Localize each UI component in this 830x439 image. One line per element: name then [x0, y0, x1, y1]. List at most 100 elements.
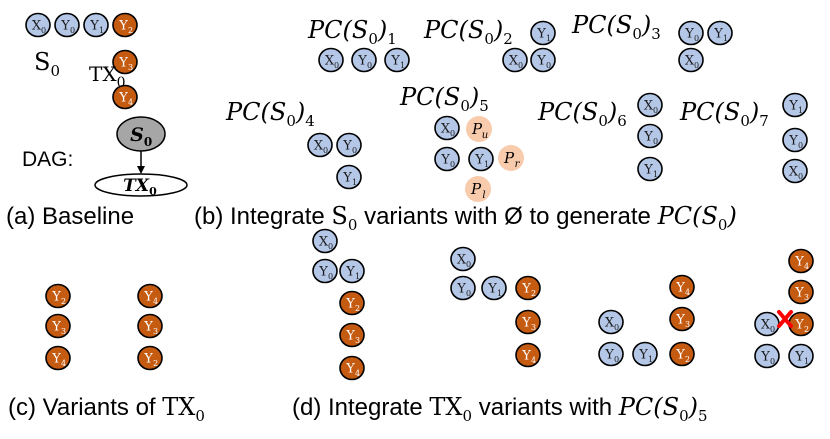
node-circle [788, 279, 814, 305]
caption-b: (b) Integrate S0 variants with Ø to gene… [194, 202, 737, 234]
node-letter: Y [390, 54, 400, 69]
node-circle [336, 132, 362, 158]
node-letter: Y [521, 282, 531, 297]
node-subscript: 2 [531, 289, 536, 298]
node-letter: Y [684, 27, 694, 42]
node-letter: X [605, 316, 615, 331]
node-circle [312, 258, 338, 284]
node-subscript: 4 [531, 356, 536, 365]
node-subscript: 1 [484, 160, 489, 169]
text-part: 0 [50, 62, 60, 80]
node-subscript: 4 [61, 359, 66, 368]
p-subscript: r [515, 159, 521, 170]
node-circle [515, 275, 541, 301]
node-circle [515, 309, 541, 335]
node-circle [530, 20, 556, 46]
node-letter: X [685, 54, 695, 69]
node-circle [669, 341, 695, 367]
node-circle [481, 275, 507, 301]
pc-label-7: PC(S0)7 [679, 98, 769, 130]
node-subscript: 0 [614, 323, 619, 332]
node-letter: Y [536, 27, 546, 42]
text-part: 0 [117, 75, 126, 91]
node-circle [637, 123, 663, 149]
node-subscript: 3 [804, 293, 809, 302]
text-part: 0 [679, 407, 689, 425]
node-subscript: 0 [694, 34, 699, 43]
node-letter: Y [794, 255, 804, 270]
node-subscript: 3 [128, 63, 133, 72]
text-part: ) [493, 16, 503, 44]
node-circle [137, 313, 163, 339]
node-circle [707, 20, 733, 46]
node-subscript: 0 [450, 160, 455, 169]
node-circle [384, 47, 410, 73]
node-circle [312, 228, 338, 254]
dag-tx0-sub: 0 [149, 185, 157, 198]
text-part: PC(S [571, 11, 632, 39]
text-part: PC(S [537, 98, 598, 126]
node-subscript: 1 [798, 106, 803, 115]
node-subscript: 1 [653, 170, 658, 179]
node-letter: Y [604, 348, 614, 363]
node-subscript: 0 [770, 357, 775, 366]
text-part: 0 [348, 216, 358, 234]
p-circle [465, 176, 491, 202]
text-part: ) [607, 98, 617, 126]
node-circle [45, 313, 71, 339]
node-letter: Y [51, 290, 61, 305]
node-subscript: 1 [355, 272, 360, 281]
node-subscript: 0 [466, 260, 471, 269]
node-subscript: 4 [685, 288, 690, 297]
node-subscript: 0 [614, 355, 619, 364]
node-letter: Y [456, 282, 466, 297]
node-letter: X [314, 139, 324, 154]
node-circle [307, 132, 333, 158]
node-letter: Y [89, 19, 99, 34]
p-subscript: u [482, 130, 488, 141]
node-letter: Y [675, 281, 685, 296]
text-part: TX [429, 393, 462, 421]
node-circle [598, 341, 624, 367]
node-letter: Y [521, 316, 531, 331]
node-circle [137, 345, 163, 371]
text-part: DAG: [22, 148, 73, 171]
text-part: 0 [632, 25, 642, 43]
node-circle [678, 47, 704, 73]
text-part: 0 [195, 407, 205, 425]
node-subscript: 1 [546, 34, 551, 43]
text-part: 0 [368, 30, 378, 48]
node-letter: X [761, 318, 771, 333]
node-letter: Y [713, 27, 723, 42]
text-part: variants with [472, 394, 619, 421]
node-subscript: 4 [153, 297, 158, 306]
text-part: PC(S [618, 393, 679, 421]
text-part: ) [641, 11, 651, 39]
node-subscript: 4 [355, 369, 360, 378]
node-subscript: 3 [355, 336, 360, 345]
text-part: PC(S [657, 202, 718, 230]
